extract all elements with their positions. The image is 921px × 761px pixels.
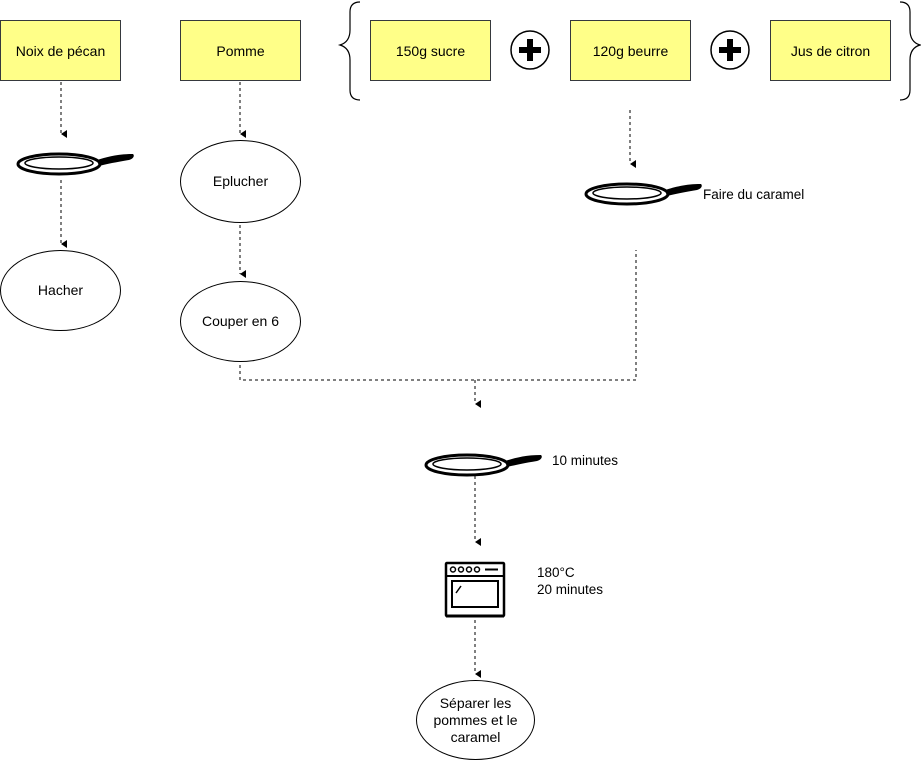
oven-icon (444, 561, 506, 618)
plus-icon (510, 30, 550, 70)
curly-brace-right (899, 1, 921, 101)
step-separate: Séparer les pommes et le caramel (416, 680, 535, 760)
frying-pan-icon (584, 182, 704, 206)
step-peel: Eplucher (180, 140, 301, 223)
note-pan-time: 10 minutes (552, 453, 619, 468)
plus-icon (710, 30, 750, 70)
connector-couper-merge (239, 250, 637, 381)
step-chop: Hacher (0, 250, 121, 331)
note-oven-time: 20 minutes (537, 582, 604, 597)
ingredient-lemon: Jus de citron (770, 20, 891, 81)
ingredient-apple: Pomme (180, 20, 301, 81)
ingredient-butter: 120g beurre (570, 20, 691, 81)
note-oven: 180°C 20 minutes (537, 564, 603, 598)
frying-pan-icon (424, 453, 544, 477)
ingredient-pecan: Noix de pécan (0, 20, 121, 81)
step-cut: Couper en 6 (180, 281, 301, 362)
curly-brace-left (337, 1, 361, 101)
note-oven-temp: 180°C (537, 565, 575, 580)
note-caramel: Faire du caramel (703, 187, 805, 202)
frying-pan-icon (16, 152, 136, 176)
ingredient-sugar: 150g sucre (370, 20, 491, 81)
